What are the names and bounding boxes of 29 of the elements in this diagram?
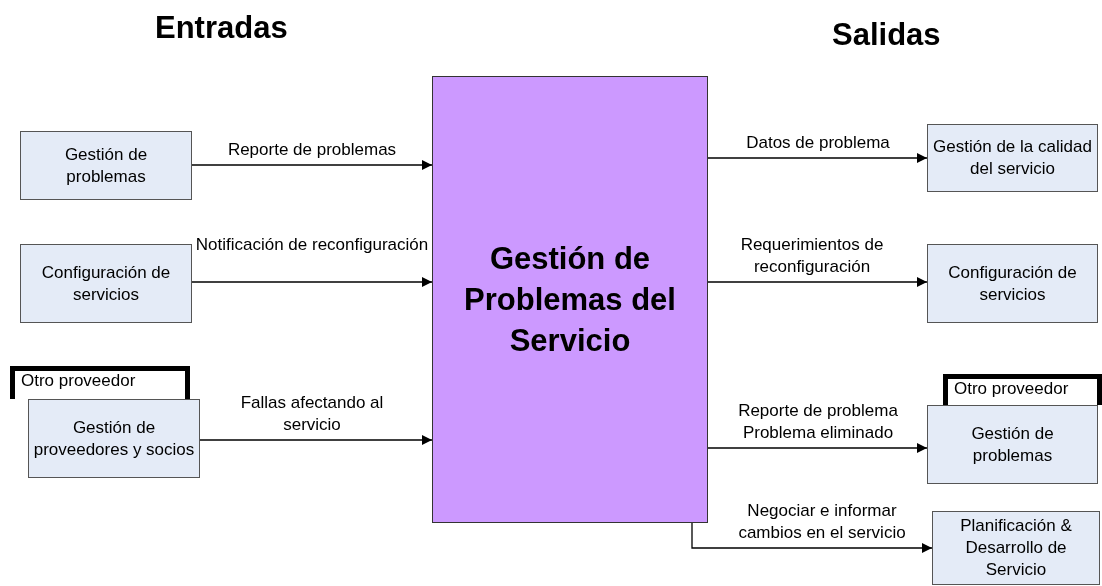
box-label: Otro proveedor (954, 379, 1069, 399)
box-label: Gestión de problemas (63, 143, 149, 188)
process-title: Gestión de Problemas del Servicio (463, 240, 677, 360)
arrow (707, 153, 928, 163)
box-label: Otro proveedor (21, 371, 136, 391)
arrow (191, 160, 433, 170)
external-provider-box (943, 374, 1102, 405)
arrow (707, 277, 928, 287)
box-label: Configuración de servicios (40, 261, 172, 306)
arrow (691, 522, 933, 553)
main-process-box (432, 76, 708, 523)
arrow (199, 435, 433, 445)
box-label: Planificación & Desarrollo de Servicio (959, 515, 1073, 581)
box-label: Gestión de problemas (970, 422, 1055, 467)
arrow (707, 443, 928, 453)
box-label: Configuración de servicios (947, 261, 1078, 306)
external-provider-box (10, 366, 190, 399)
process-box (20, 131, 192, 200)
process-box (927, 405, 1098, 484)
process-box (927, 124, 1098, 192)
process-box (28, 399, 200, 478)
box-label: Gestión de la calidad del servicio (932, 136, 1093, 180)
column-heading: Entradas (155, 10, 288, 46)
process-box (927, 244, 1098, 323)
column-heading: Salidas (832, 17, 941, 53)
box-label: Gestión de proveedores y socios (33, 416, 195, 461)
arrow (191, 277, 433, 287)
process-box (932, 511, 1100, 585)
process-box (20, 244, 192, 323)
